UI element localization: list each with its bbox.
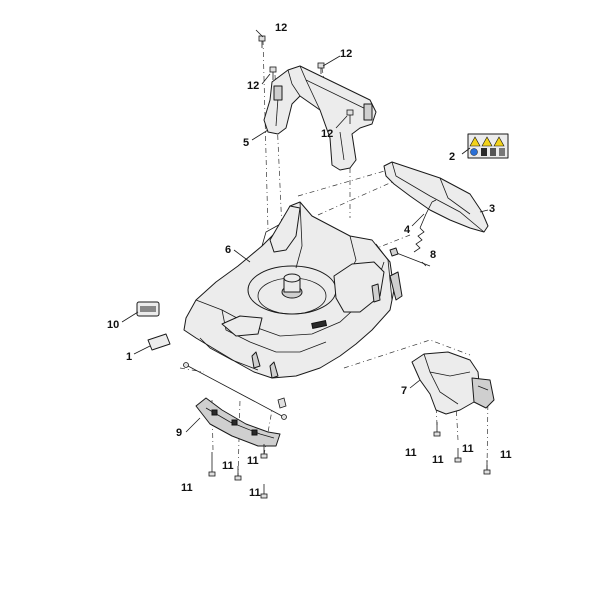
pictogram-icon xyxy=(490,148,496,156)
callout-7: 7 xyxy=(401,385,407,397)
callout-2: 2 xyxy=(449,151,455,163)
bolt-icon xyxy=(346,109,354,124)
pictogram-icon xyxy=(499,148,505,156)
rod-part-8[interactable] xyxy=(389,247,431,267)
callout-11: 11 xyxy=(222,460,234,472)
callout-11: 11 xyxy=(462,443,474,455)
screw-icon xyxy=(234,466,242,481)
callouts: 12 12 12 12 5 2 3 4 8 6 10 1 7 9 11 11 1… xyxy=(107,22,512,499)
callout-11: 11 xyxy=(432,454,444,466)
rear-deflector-part-3[interactable] xyxy=(383,161,489,233)
screw-icon xyxy=(260,484,268,499)
handle-bracket-part-5[interactable] xyxy=(263,65,377,171)
callout-12: 12 xyxy=(275,22,287,34)
screw-icon xyxy=(260,444,268,459)
callout-11: 11 xyxy=(247,455,259,467)
callout-1: 1 xyxy=(126,351,132,363)
warning-label-part-2[interactable] xyxy=(467,133,509,159)
screw-icon xyxy=(483,460,491,475)
front-axle-rod xyxy=(183,362,287,420)
callout-11: 11 xyxy=(181,482,193,494)
screw-part-11-group[interactable] xyxy=(208,422,491,499)
screw-icon xyxy=(433,422,441,437)
screw-icon xyxy=(454,448,462,463)
bolt-icon xyxy=(317,62,325,74)
callout-6: 6 xyxy=(225,244,231,256)
callout-12: 12 xyxy=(247,80,259,92)
front-bracket-part-9[interactable] xyxy=(195,397,281,447)
callout-12: 12 xyxy=(321,128,333,140)
callout-9: 9 xyxy=(176,427,182,439)
callout-11: 11 xyxy=(405,447,417,459)
callout-10: 10 xyxy=(107,319,119,331)
callout-3: 3 xyxy=(489,203,495,215)
callout-5: 5 xyxy=(243,137,249,149)
cover-plate-part-1[interactable] xyxy=(147,333,171,351)
leader-lines xyxy=(121,29,489,433)
callout-11: 11 xyxy=(249,487,261,499)
callout-8: 8 xyxy=(430,249,436,261)
bolt-part-12-group[interactable] xyxy=(258,35,354,124)
bolt-icon xyxy=(269,66,277,80)
rating-label-part-10[interactable] xyxy=(136,301,160,317)
barcode-icon xyxy=(140,306,156,312)
callout-12: 12 xyxy=(340,48,352,60)
mower-deck-housing-part-6[interactable] xyxy=(183,201,403,379)
warning-triangle-icon xyxy=(481,136,493,147)
warning-triangle-icon xyxy=(493,136,505,147)
pictogram-icon xyxy=(481,148,487,156)
bolt-icon xyxy=(258,35,266,48)
screw-icon xyxy=(208,452,216,477)
spring-part-4[interactable] xyxy=(413,199,437,253)
callout-4: 4 xyxy=(404,224,411,236)
info-circle-icon xyxy=(470,148,478,156)
warning-triangle-icon xyxy=(469,136,481,147)
side-deflector-part-7[interactable] xyxy=(411,351,495,415)
callout-11: 11 xyxy=(500,449,512,461)
